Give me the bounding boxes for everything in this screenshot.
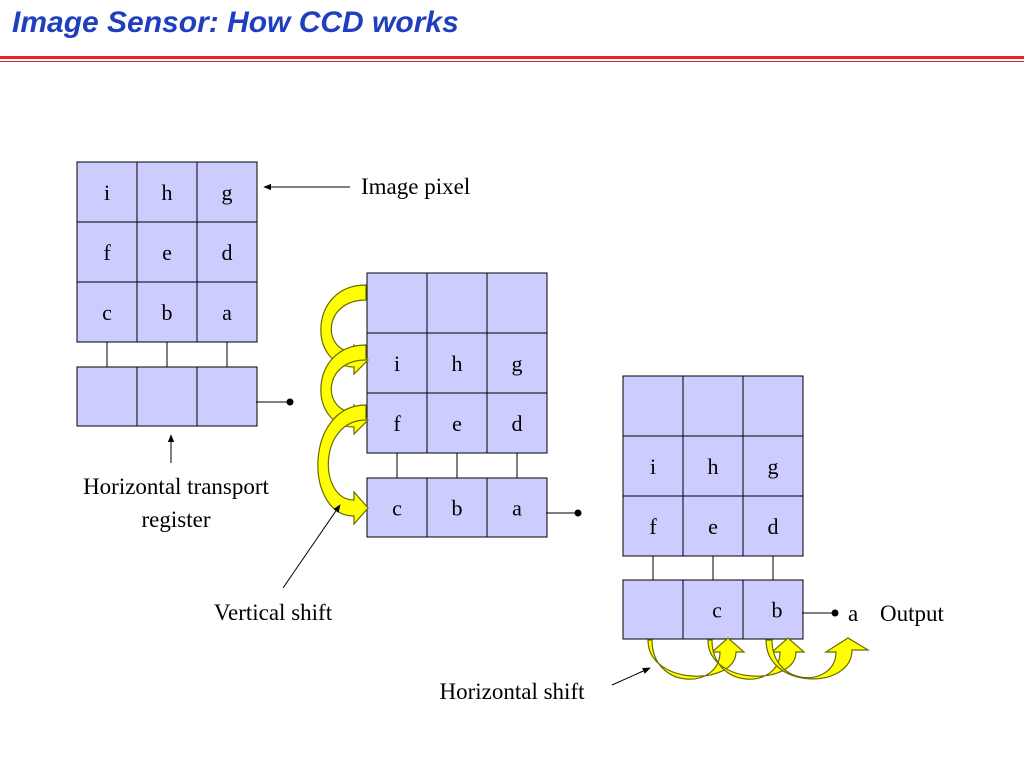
pixel-label: h [162,180,173,205]
pixel-cell [426,272,488,334]
vertical-shift-arrow [317,404,369,526]
pixel-label: f [649,514,657,539]
output-label: Output [880,601,945,626]
pixel-label: i [650,454,656,479]
pixel-cell [196,281,258,343]
vertical-shift-label: Vertical shift [214,600,333,625]
pixel-label: h [708,454,719,479]
pixel-cell [486,332,548,394]
horizontal-shift-arrow [765,637,871,680]
pixel-cell [76,161,138,223]
pixel-label: b [162,300,173,325]
register-label: b [452,496,463,521]
register-cell [136,366,198,427]
slide-title: Image Sensor: How CCD works [12,6,459,39]
pixel-cell [136,161,198,223]
output-pixel-label: a [848,601,858,626]
output-dot [574,509,582,517]
title-rule [0,56,1024,64]
pixel-label: h [452,351,463,376]
pixel-cell [76,281,138,343]
register-cell [196,366,258,427]
pixel-label: c [102,300,112,325]
pixel-label: i [394,351,400,376]
pixel-cell [136,281,198,343]
vertical-shift-pointer [282,504,341,589]
pixel-label: a [222,300,232,325]
stage-1-ccd: i h g f e d c b a [76,161,258,427]
horizontal-shift-arrow [647,637,746,680]
pixel-cell [742,375,804,437]
pixel-cell [486,272,548,334]
stage-3-ccd: i h g f e d c b [622,375,804,640]
pixel-label: d [768,514,779,539]
register-cell [486,477,548,538]
horizontal-shift-label: Horizontal shift [440,679,586,704]
pixel-cell [622,495,684,557]
horizontal-shift-arrows [647,637,871,680]
vertical-shift-arrows [317,284,369,526]
pixel-label: g [222,180,233,205]
register-cell [426,477,488,538]
pixel-cell [426,392,488,454]
pixel-label: d [222,240,233,265]
output-dot [286,398,294,406]
register-cell [742,579,804,640]
register-label: b [772,598,783,623]
pixel-label: e [452,411,462,436]
pixel-cell [366,272,428,334]
pixel-label: g [768,454,779,479]
pixel-label: g [512,351,523,376]
register-cell [622,579,684,640]
pixel-label: e [162,240,172,265]
register-cell [76,366,138,427]
horizontal-shift-pointer [611,667,651,686]
stage-2-ccd: i h g f e d c b a [366,272,548,538]
register-cell [366,477,428,538]
pixel-label: i [104,180,110,205]
pixel-cell [426,332,488,394]
pixel-cell [682,375,744,437]
register-cell [682,579,744,640]
pixel-label: e [708,514,718,539]
pixel-cell [196,221,258,283]
pixel-cell [366,392,428,454]
pixel-cell [622,375,684,437]
horizontal-transport-register-label: register [142,507,211,532]
output-dot [831,609,839,617]
pixel-cell [682,495,744,557]
image-pixel-label: Image pixel [361,174,470,199]
pixel-label: f [103,240,111,265]
pixel-cell [366,332,428,394]
pixel-cell [742,495,804,557]
pixel-label: f [393,411,401,436]
pixel-label: d [512,411,523,436]
pixel-cell [486,392,548,454]
register-label: c [712,598,722,623]
register-label: a [512,496,522,521]
horizontal-transport-register-label: Horizontal transport [83,474,269,499]
register-label: c [392,496,402,521]
